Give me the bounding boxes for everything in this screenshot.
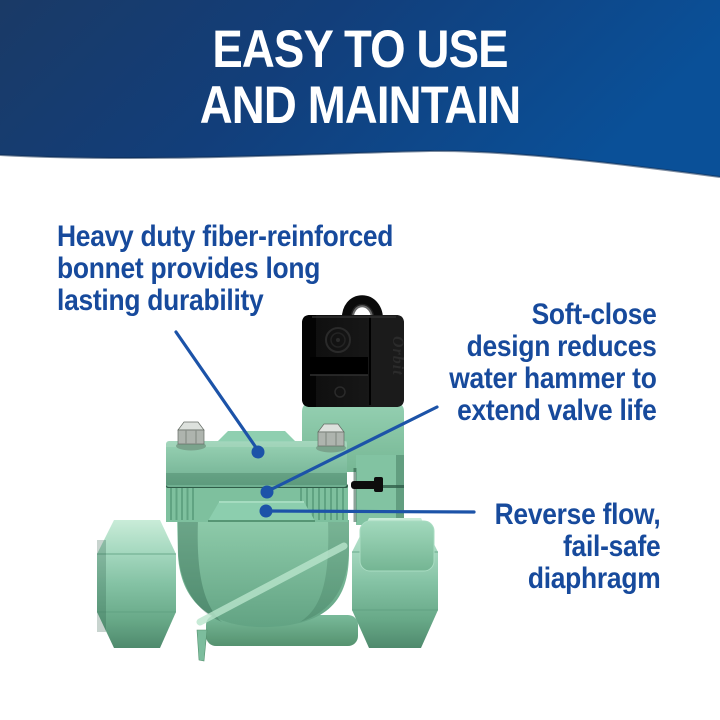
callout-dot-soft-close [260, 485, 274, 499]
solenoid: Orbit [302, 315, 406, 407]
callout-dot-bonnet [251, 445, 265, 459]
callout-text-bonnet: Heavy duty fiber-reinforced bonnet provi… [57, 220, 394, 317]
solenoid-stamp-icon [325, 327, 351, 398]
bonnet-screw-left [176, 421, 206, 451]
solenoid-brand-logo: Orbit [389, 336, 406, 376]
valve-body-lower [177, 520, 349, 628]
body-highlight-ridge [196, 542, 348, 626]
callout-text-soft-close: Soft-close design reduces water hammer t… [449, 298, 658, 427]
valve-mid-band [166, 484, 348, 522]
callout-pointers [174, 330, 476, 514]
bleed-lever [351, 477, 383, 492]
banner-background [0, 0, 720, 177]
callout-line-soft-close [266, 405, 439, 493]
sprinkler-valve: Orbit [97, 295, 438, 662]
diaphragm-tab [196, 629, 208, 662]
callout-line-diaphragm [265, 509, 476, 514]
page-title: EASY TO USE AND MAINTAIN [50, 22, 669, 134]
right-port-nut [352, 518, 438, 648]
callout-text-diaphragm: Reverse flow, fail-safe diaphragm [494, 498, 660, 595]
solenoid-slot [310, 357, 368, 375]
callout-dot-diaphragm [259, 504, 273, 518]
banner-wave [0, 0, 720, 178]
bonnet-screw-right [316, 423, 346, 453]
page-title-line2: AND MAINTAIN [199, 76, 521, 135]
page-title-line1: EASY TO USE [212, 20, 508, 79]
callout-dots [251, 445, 274, 518]
banner-wave-edge [0, 149, 720, 178]
callout-line-bonnet [174, 330, 259, 451]
left-port-nut [97, 520, 176, 648]
